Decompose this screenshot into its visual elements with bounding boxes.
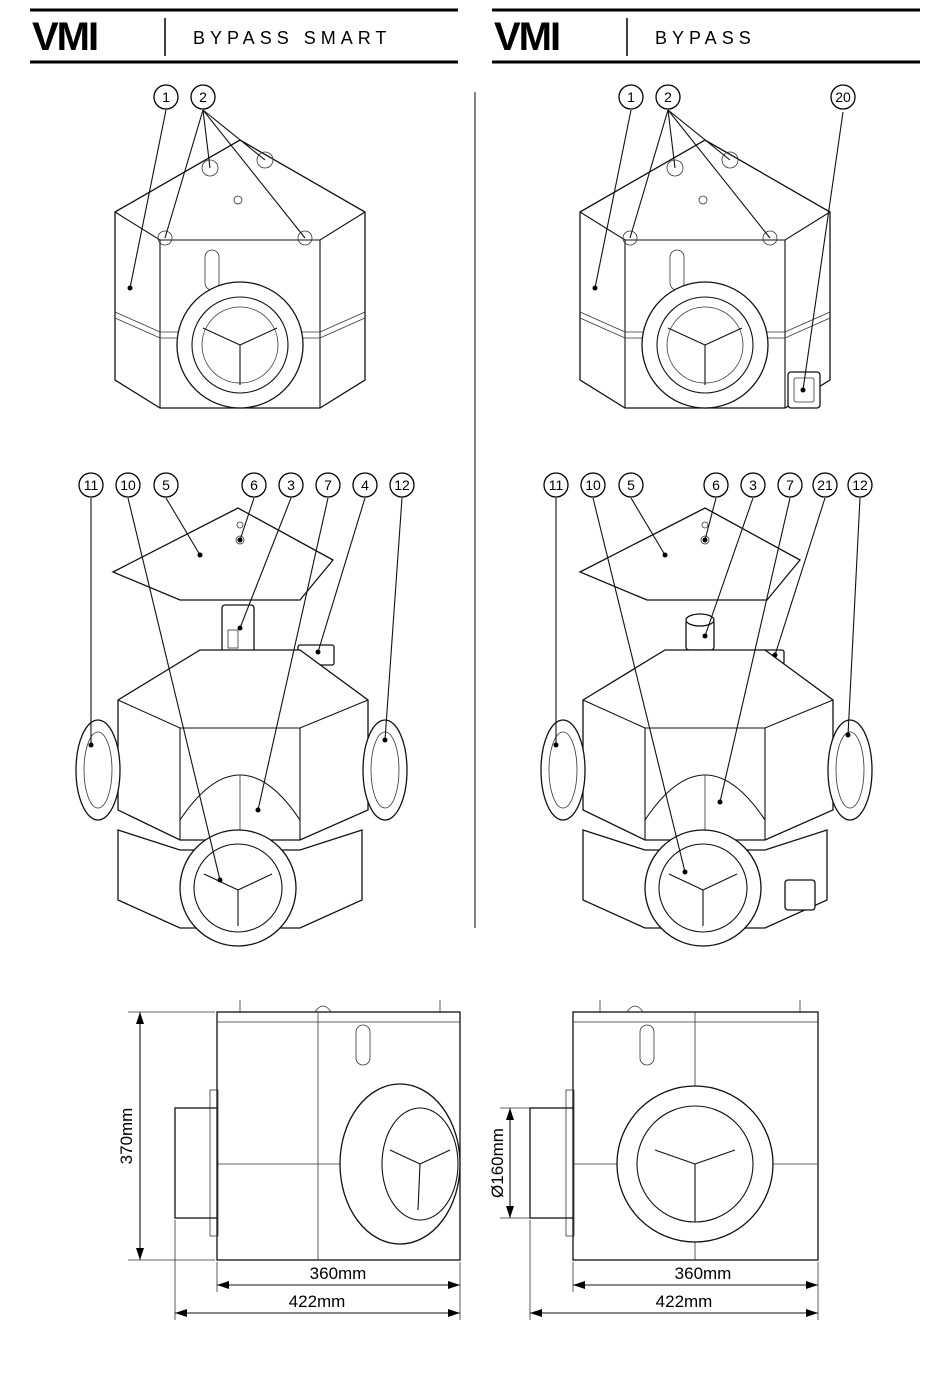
callout-1: 1 [154, 85, 178, 109]
callout-2: 2 [656, 85, 680, 109]
brand-logo: VMI [32, 15, 97, 59]
svg-text:10: 10 [585, 477, 601, 493]
svg-text:10: 10 [120, 477, 136, 493]
svg-text:12: 12 [394, 477, 410, 493]
callout-5: 5 [154, 473, 178, 497]
callout-12: 12 [848, 473, 872, 497]
product-name: BYPASS [655, 28, 756, 48]
assembled-unit-left [115, 110, 365, 408]
svg-text:1: 1 [162, 89, 170, 105]
svg-text:20: 20 [835, 89, 851, 105]
svg-text:7: 7 [786, 477, 794, 493]
svg-text:5: 5 [162, 477, 170, 493]
svg-text:4: 4 [361, 477, 369, 493]
svg-text:11: 11 [84, 477, 99, 493]
inner-width-label: 360mm [675, 1264, 732, 1283]
svg-text:1: 1 [627, 89, 635, 105]
svg-text:5: 5 [627, 477, 635, 493]
svg-text:21: 21 [817, 477, 833, 493]
svg-text:7: 7 [324, 477, 332, 493]
callout-2: 2 [191, 85, 215, 109]
callout-7: 7 [316, 473, 340, 497]
callout-7: 7 [778, 473, 802, 497]
front-elevation-right: Ø160mm 360mm 422mm [488, 1000, 818, 1320]
callout-11: 11 [79, 473, 103, 497]
product-name: BYPASS SMART [193, 28, 391, 48]
svg-text:11: 11 [549, 477, 564, 493]
inner-width-label: 360mm [310, 1264, 367, 1283]
svg-text:6: 6 [250, 477, 258, 493]
callout-4: 4 [353, 473, 377, 497]
callout-10: 10 [581, 473, 605, 497]
exploded-view-right [541, 498, 872, 946]
header-left: VMI BYPASS SMART [30, 10, 458, 62]
outer-width-label: 422mm [656, 1292, 713, 1311]
svg-text:6: 6 [712, 477, 720, 493]
callout-20: 20 [831, 85, 855, 109]
svg-text:3: 3 [287, 477, 295, 493]
callout-11: 11 [544, 473, 568, 497]
assembled-unit-right [580, 110, 843, 408]
brand-logo: VMI [494, 15, 559, 59]
diameter-dimension-label: Ø160mm [488, 1128, 507, 1198]
svg-text:2: 2 [199, 89, 207, 105]
callout-3: 3 [279, 473, 303, 497]
svg-text:12: 12 [852, 477, 868, 493]
callout-3: 3 [741, 473, 765, 497]
callout-12: 12 [390, 473, 414, 497]
callout-5: 5 [619, 473, 643, 497]
exploded-view-left [76, 498, 407, 946]
svg-text:3: 3 [749, 477, 757, 493]
callout-6: 6 [704, 473, 728, 497]
outer-width-label: 422mm [289, 1292, 346, 1311]
svg-text:2: 2 [664, 89, 672, 105]
callout-6: 6 [242, 473, 266, 497]
height-dimension-label: 370mm [117, 1108, 136, 1165]
side-elevation-left: 370mm 360mm 422mm [117, 1000, 460, 1320]
callout-10: 10 [116, 473, 140, 497]
callout-1: 1 [619, 85, 643, 109]
header-right: VMI BYPASS [492, 10, 920, 62]
callout-21: 21 [813, 473, 837, 497]
